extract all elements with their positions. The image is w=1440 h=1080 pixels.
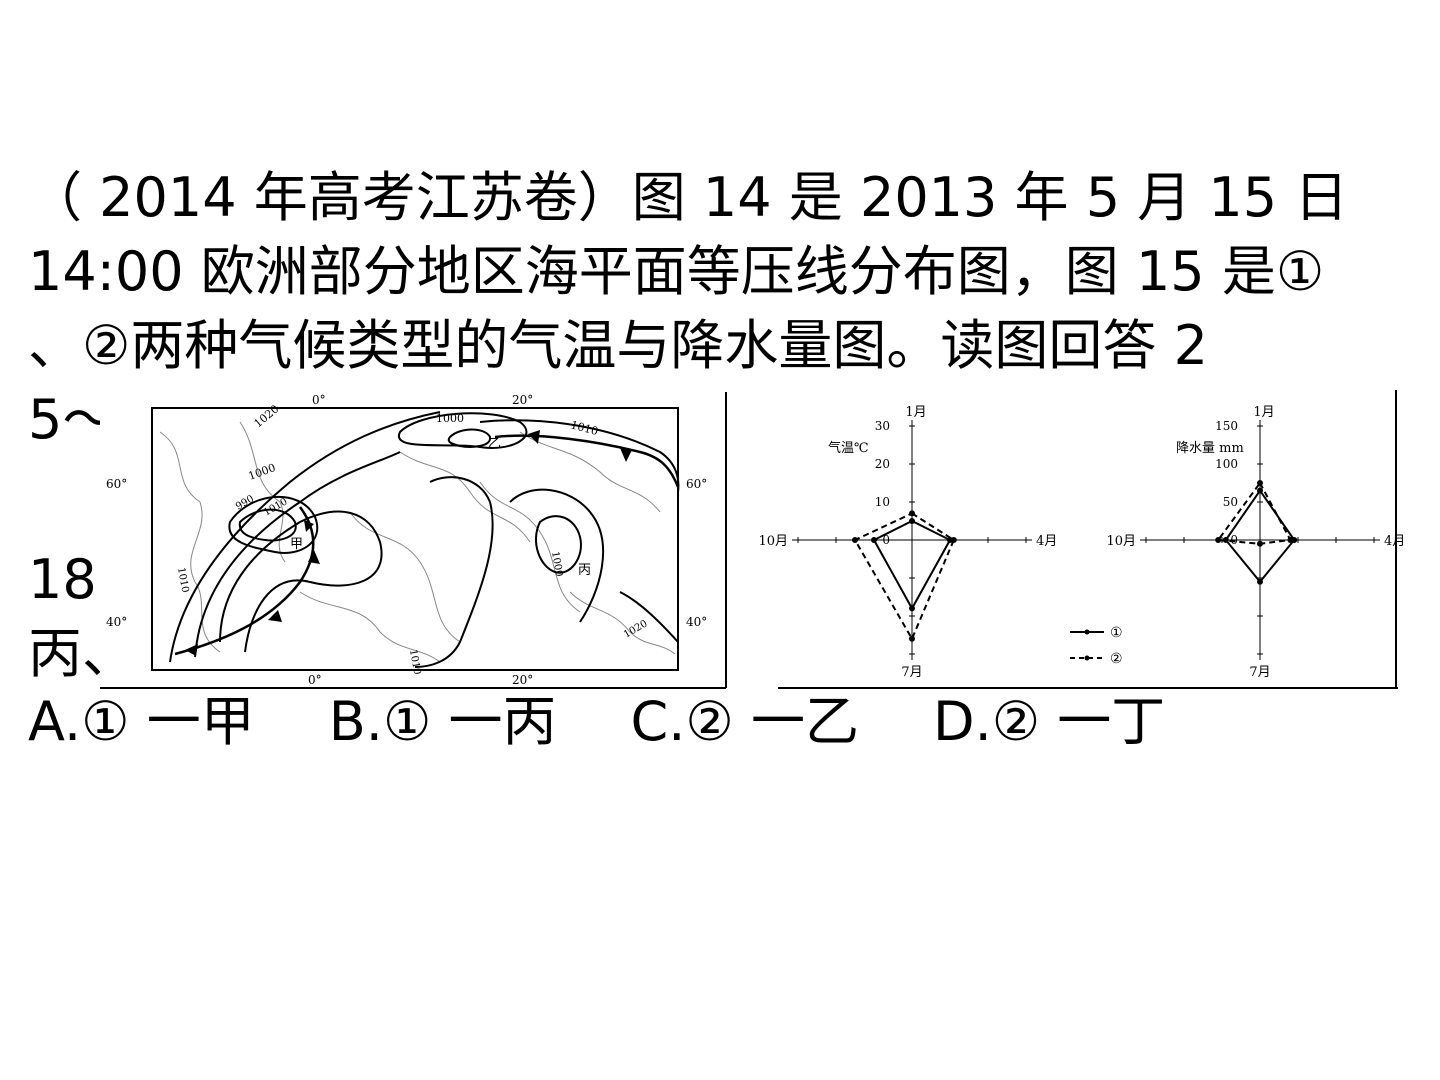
data-point-series-2	[909, 510, 915, 517]
tick-label: 10	[875, 495, 890, 509]
tick-label: 0	[1230, 533, 1238, 547]
data-point-series-1	[909, 605, 915, 612]
place-label-yi: 乙	[488, 437, 501, 452]
month-label-jul: 7月	[901, 665, 922, 680]
series-line-2	[853, 512, 956, 642]
month-label-jul: 7月	[1249, 665, 1270, 680]
place-label-jia: 甲	[290, 537, 303, 552]
chart-legend: ① ②	[1070, 625, 1123, 667]
lat-label-left-60: 60°	[106, 477, 127, 491]
isobar-map-figure: 0° 20° 0° 20° 60° 40° 60° 40° 1020 1000 …	[100, 392, 727, 689]
question-line-1: （ 2014 年高考江苏卷）图 14 是 2013 年 5 月 15 日	[28, 166, 1349, 229]
month-label-apr: 4月	[1036, 534, 1057, 549]
data-point-series-1	[871, 537, 877, 543]
question-line-3: 、②两种气候类型的气温与降水量图。读图回答 2	[28, 314, 1208, 377]
tick-label: 50	[1223, 495, 1238, 509]
data-point-series-2	[852, 537, 858, 543]
lat-label-right-40: 40°	[686, 615, 707, 629]
lat-label-right-60: 60°	[686, 477, 707, 491]
lon-label-bottom-0: 0°	[308, 673, 322, 687]
data-point-series-2	[909, 635, 915, 642]
data-point-series-2	[1287, 537, 1294, 543]
month-label-oct: 10月	[1106, 534, 1136, 549]
legend-label-series-1: ①	[1110, 625, 1123, 641]
tick-label: 150	[1215, 419, 1238, 433]
tick-label: 100	[1215, 457, 1238, 471]
data-point-series-2	[1215, 537, 1222, 543]
chart-title: 降水量 mm	[1176, 441, 1244, 456]
month-label-jan: 1月	[905, 405, 926, 420]
tick-label: 20	[875, 457, 890, 471]
month-label-oct: 10月	[758, 534, 788, 549]
lon-label-top-20: 20°	[512, 393, 533, 407]
month-label-apr: 4月	[1384, 534, 1405, 549]
data-point-series-1	[1257, 487, 1263, 494]
isobar-label: 1000	[549, 551, 564, 578]
isobar-label: 1010	[175, 567, 190, 594]
chart-title: 气温℃	[828, 440, 869, 456]
tick-label: 0	[882, 533, 890, 547]
data-point-series-2	[950, 537, 957, 543]
data-point-series-1	[909, 518, 915, 524]
precipitation-radar-chart: 150 100 50 0 1月 4月 7月 10月 降水量 mm	[1106, 405, 1405, 680]
place-label-bing: 丙	[578, 563, 591, 578]
option-d[interactable]: D.② 一丁	[932, 690, 1166, 753]
option-b[interactable]: B.① 一丙	[328, 690, 557, 753]
data-point-series-2	[1257, 480, 1263, 486]
isobar-label: 1010	[407, 649, 422, 676]
question-line-2: 14:00 欧洲部分地区海平面等压线分布图，图 15 是①	[28, 240, 1325, 303]
map-frame	[151, 407, 679, 671]
lat-label-left-40: 40°	[106, 615, 127, 629]
answer-options: A.① 一甲 B.① 一丙 C.② 一乙 D.② 一丁	[28, 690, 1165, 754]
legend-label-series-2: ②	[1110, 651, 1123, 667]
isobar-label: 1000	[436, 412, 464, 425]
isobar-map: 0° 20° 0° 20° 60° 40° 60° 40° 1020 1000 …	[100, 392, 727, 689]
data-point-series-1	[1257, 578, 1263, 585]
tick-label: 30	[875, 419, 890, 433]
lon-label-bottom-20: 20°	[512, 673, 533, 687]
data-point-series-2	[1257, 540, 1263, 547]
temperature-radar-chart: 30 20 10 0 1月 4月 7月 10月 气温℃	[758, 405, 1057, 680]
option-a[interactable]: A.① 一甲	[28, 690, 255, 753]
option-c[interactable]: C.② 一乙	[630, 690, 859, 753]
lon-label-top-0: 0°	[312, 393, 326, 407]
question-line-5: 18	[28, 548, 97, 611]
month-label-jan: 1月	[1253, 405, 1274, 420]
